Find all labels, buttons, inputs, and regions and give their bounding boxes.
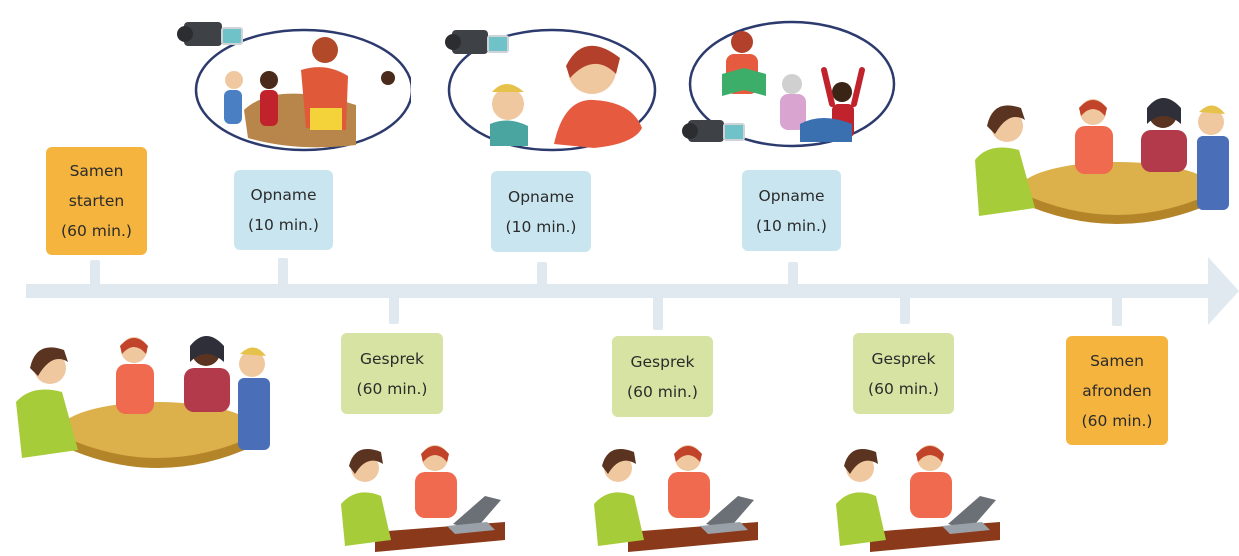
step-line: Samen <box>1090 351 1144 370</box>
step-samen-starten: Samen starten (60 min.) <box>46 147 147 255</box>
step-line: Samen <box>69 162 124 180</box>
tick-samen-afronden <box>1112 290 1122 326</box>
video-camera-icon <box>682 120 745 142</box>
step-line: (60 min.) <box>627 382 698 401</box>
step-gesprek-3: Gesprek (60 min.) <box>853 333 954 414</box>
step-gesprek-1: Gesprek (60 min.) <box>341 333 443 414</box>
video-camera-icon <box>445 30 509 54</box>
step-line: (10 min.) <box>248 216 319 234</box>
laptop-conversation-1-illustration <box>341 445 505 552</box>
laptop-conversation-2-illustration <box>594 445 758 552</box>
tick-opname-3 <box>788 262 798 290</box>
step-opname-1: Opname (10 min.) <box>234 170 333 250</box>
laptop-conversation-3-illustration <box>836 445 1000 552</box>
recording-scene-1-illustration <box>177 22 411 152</box>
step-line: (60 min.) <box>61 222 132 240</box>
group-meeting-end-illustration <box>975 98 1229 224</box>
recording-scene-2-illustration <box>445 28 657 152</box>
step-line: (60 min.) <box>1081 411 1153 430</box>
step-line: Gesprek <box>871 349 936 368</box>
step-line: Opname <box>508 187 574 206</box>
step-line: Opname <box>250 186 317 204</box>
recording-scene-3-illustration <box>682 20 896 148</box>
step-line: (60 min.) <box>868 379 939 398</box>
tick-opname-2 <box>537 262 547 290</box>
video-camera-icon <box>177 22 243 46</box>
step-line: starten <box>68 192 125 210</box>
tick-samen-starten <box>90 260 100 290</box>
step-line: (60 min.) <box>356 379 428 398</box>
timeline-arrow-head <box>1208 257 1239 325</box>
step-line: Opname <box>758 186 825 205</box>
step-line: afronden <box>1082 381 1152 400</box>
tick-gesprek-1 <box>389 290 399 324</box>
tick-gesprek-2 <box>653 290 663 330</box>
tick-gesprek-3 <box>900 290 910 324</box>
step-samen-afronden: Samen afronden (60 min.) <box>1066 336 1168 445</box>
timeline-arrow-shaft <box>26 284 1220 298</box>
step-gesprek-2: Gesprek (60 min.) <box>612 336 713 417</box>
step-line: Gesprek <box>359 349 424 368</box>
step-opname-3: Opname (10 min.) <box>742 170 841 251</box>
step-opname-2: Opname (10 min.) <box>491 171 591 252</box>
step-line: (10 min.) <box>505 217 577 236</box>
group-meeting-start-illustration <box>16 336 270 468</box>
tick-opname-1 <box>278 258 288 290</box>
step-line: (10 min.) <box>756 216 827 235</box>
step-line: Gesprek <box>630 352 695 371</box>
